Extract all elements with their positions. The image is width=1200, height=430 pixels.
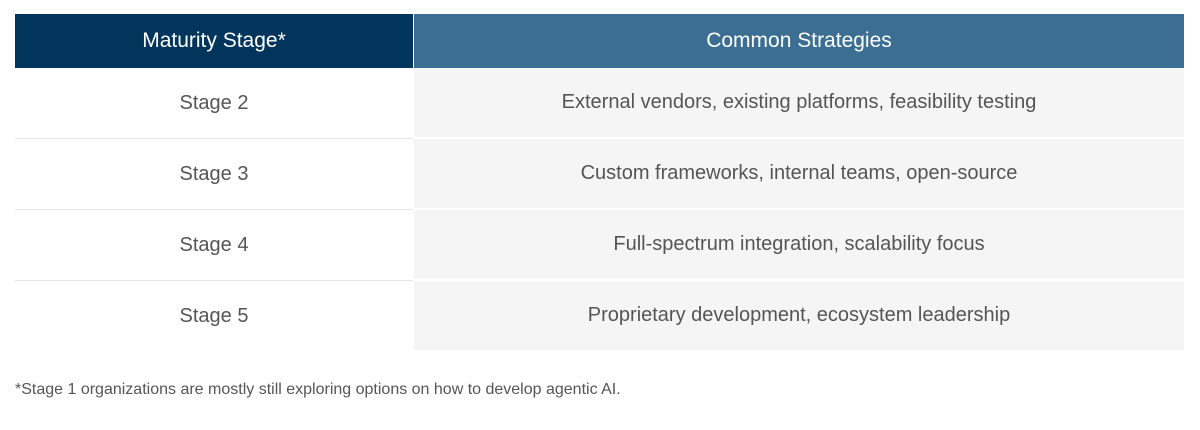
table-row: Stage 4 Full-spectrum integration, scala… xyxy=(15,210,1184,281)
table-row: Stage 3 Custom frameworks, internal team… xyxy=(15,139,1184,210)
strategies-cell: Full-spectrum integration, scalability f… xyxy=(414,210,1184,281)
stage-cell: Stage 3 xyxy=(15,139,413,210)
strategies-cell: Proprietary development, ecosystem leade… xyxy=(414,281,1184,352)
strategies-table: Maturity Stage* Common Strategies Stage … xyxy=(15,14,1184,352)
header-common-strategies: Common Strategies xyxy=(414,14,1184,68)
stage-cell: Stage 5 xyxy=(179,305,249,327)
table-row: Stage 5 Proprietary development, ecosyst… xyxy=(15,281,1184,352)
table-row: Stage 2 External vendors, existing platf… xyxy=(15,68,1184,139)
strategies-cell: External vendors, existing platforms, fe… xyxy=(414,68,1184,139)
header-maturity-stage: Maturity Stage* xyxy=(15,14,413,68)
strategies-cell: Custom frameworks, internal teams, open-… xyxy=(414,139,1184,210)
table-header: Maturity Stage* Common Strategies xyxy=(15,14,1184,68)
stage-cell: Stage 4 xyxy=(15,210,413,281)
footnote: *Stage 1 organizations are mostly still … xyxy=(15,381,621,398)
stage-cell: Stage 2 xyxy=(15,68,413,139)
